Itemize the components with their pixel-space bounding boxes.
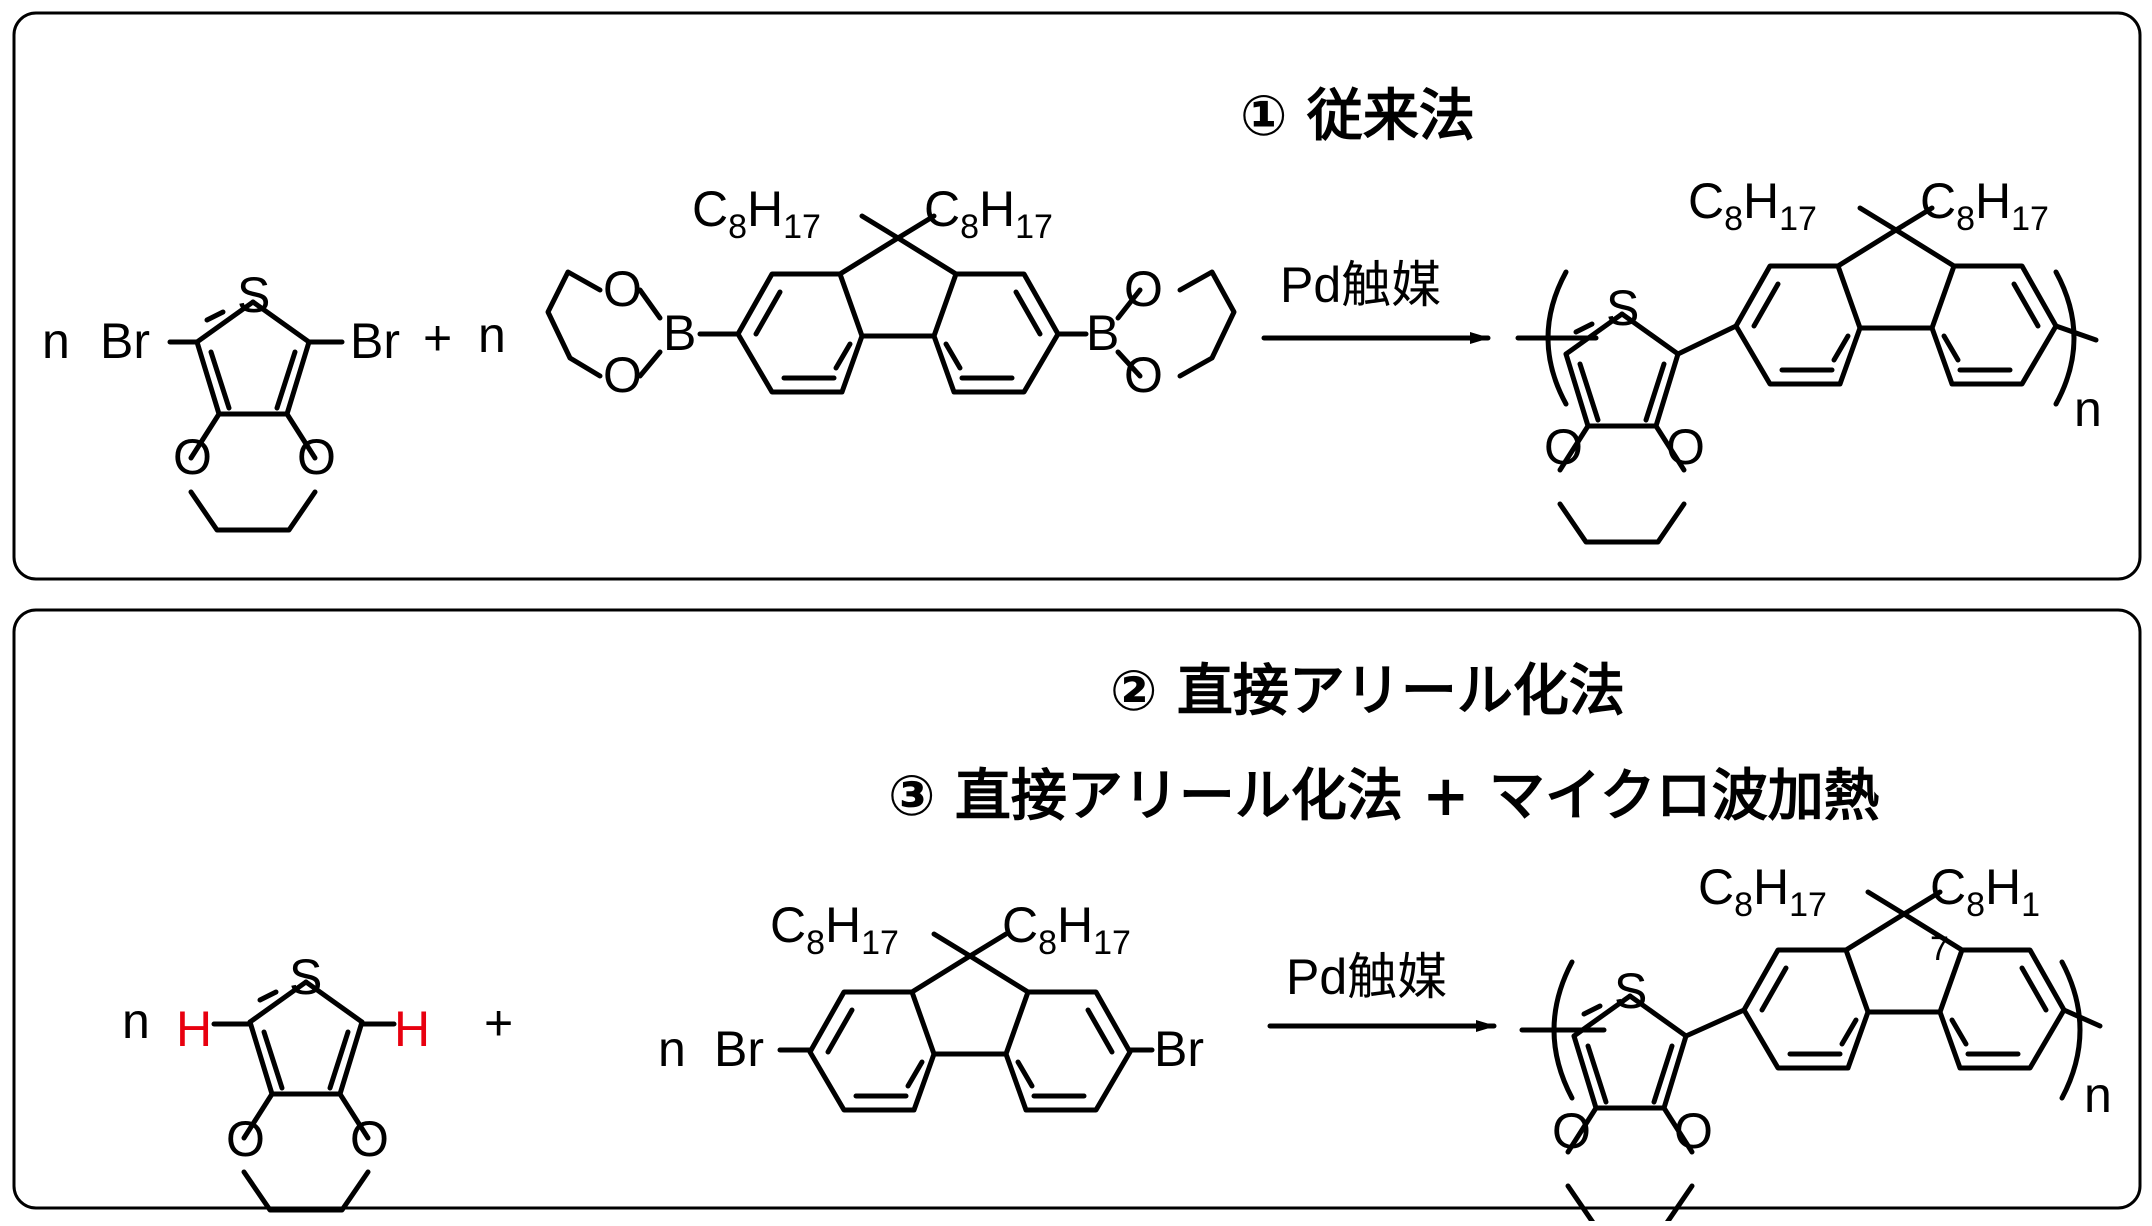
panel-frame-bottom — [12, 608, 2142, 1210]
oxygen-atom-left: O — [1544, 419, 1583, 475]
panel-frame-top — [12, 11, 2142, 581]
catalyst-label: Pd触媒 — [1286, 949, 1447, 1005]
oxygen-atom-right: O — [297, 429, 336, 485]
repeat-unit-n: n — [2084, 1067, 2112, 1123]
heading-direct-arylation: ② 直接アリール化法 — [1110, 659, 1625, 724]
oxygen-atom: O — [1124, 261, 1163, 317]
oxygen-atom-left: O — [226, 1111, 265, 1167]
hydrogen-atom-right: H — [394, 1001, 430, 1057]
boron-atom: B — [1086, 305, 1119, 361]
oxygen-atom-right: O — [1666, 419, 1705, 475]
octyl-group-right: C8H17 — [924, 181, 1053, 246]
sulfur-atom: S — [1606, 280, 1639, 336]
octyl-group-left: C8H17 — [1688, 173, 1817, 238]
oxygen-atom-left: O — [173, 429, 212, 485]
fluorene-bis-boronate: n O O B B O O C8H17 C8H17 — [478, 181, 1237, 403]
bromine-atom-left: Br — [714, 1021, 764, 1077]
edot-monomer: n H H S O O — [122, 949, 430, 1210]
polymer-product-bottom: S O O n C8H17 C8H1 7 — [1519, 859, 2112, 1221]
sulfur-atom: S — [237, 267, 270, 323]
polymer-product-top: S O O n C8H17 C8H17 — [1515, 173, 2102, 542]
repeat-unit-n: n — [2074, 381, 2102, 437]
boron-atom: B — [663, 305, 696, 361]
sulfur-atom: S — [289, 949, 322, 1005]
reaction-arrow-top: Pd触媒 — [1261, 257, 1491, 344]
reaction-arrow-bottom: Pd触媒 — [1267, 949, 1497, 1032]
octyl-subscript-overflow: 7 — [1930, 930, 1949, 968]
octyl-group-right-truncated: C8H1 — [1930, 859, 2040, 924]
plus-sign: + — [484, 995, 513, 1051]
coefficient-n: n — [658, 1021, 686, 1077]
oxygen-atom-left: O — [1552, 1103, 1591, 1159]
oxygen-atom: O — [603, 347, 642, 403]
panel-conventional-method: ① 従来法 n Br Br S O O + n O O B — [12, 11, 2142, 581]
hydrogen-atom-left: H — [176, 1001, 212, 1057]
octyl-group-left: C8H17 — [1698, 859, 1827, 924]
catalyst-label: Pd触媒 — [1280, 257, 1441, 313]
octyl-group-left: C8H17 — [692, 181, 821, 246]
octyl-group-right: C8H17 — [1920, 173, 2049, 238]
oxygen-atom: O — [603, 261, 642, 317]
heading-direct-arylation-microwave: ③ 直接アリール化法 + マイクロ波加熱 — [888, 764, 1880, 829]
bromine-atom-right: Br — [350, 313, 400, 369]
oxygen-atom: O — [1124, 347, 1163, 403]
coefficient-n: n — [478, 307, 506, 363]
sulfur-atom: S — [1614, 963, 1647, 1019]
oxygen-atom-right: O — [350, 1111, 389, 1167]
dibromofluorene: n Br Br C8H17 C8H17 — [658, 897, 1204, 1110]
oxygen-atom-right: O — [1674, 1103, 1713, 1159]
coefficient-n: n — [122, 993, 150, 1049]
octyl-group-left: C8H17 — [770, 897, 899, 962]
bromine-atom-right: Br — [1154, 1021, 1204, 1077]
bromine-atom-left: Br — [100, 313, 150, 369]
dibromo-edot: n Br Br S O O — [42, 267, 400, 530]
plus-sign: + — [423, 310, 452, 366]
octyl-group-right: C8H17 — [1002, 897, 1131, 962]
heading-conventional-method: ① 従来法 — [1240, 84, 1475, 149]
panel-direct-arylation: ② 直接アリール化法 ③ 直接アリール化法 + マイクロ波加熱 n H H S … — [12, 608, 2142, 1221]
coefficient-n: n — [42, 313, 70, 369]
